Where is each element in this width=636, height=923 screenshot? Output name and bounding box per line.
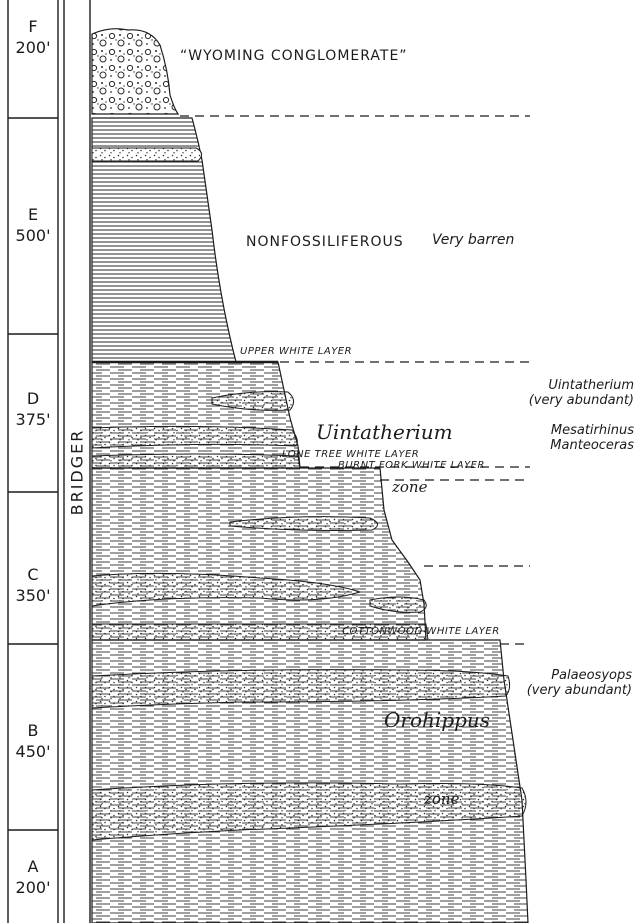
upper-white-layer-label: UPPER WHITE LAYER	[240, 346, 352, 357]
palaeosyops-note: Palaeosyops (very abundant)	[527, 668, 632, 698]
unit-d-sand-lens-3	[92, 454, 300, 468]
burnt-fork-white-layer-label: BURNT FORK WHITE LAYER	[338, 460, 485, 471]
unit-d-shale	[92, 362, 300, 468]
mesatirhinus-manteoceras-note: Mesatirhinus Manteoceras	[550, 423, 634, 453]
very-barren-label: Very barren	[432, 232, 514, 248]
palaeosyops-note-line2: (very abundant)	[527, 683, 632, 698]
nonfossiliferous-label: NONFOSSILIFEROUS	[246, 234, 404, 250]
lone-tree-white-layer-label: LONE TREE WHITE LAYER	[282, 449, 419, 460]
unit-c-shale	[92, 468, 426, 640]
manteoceras-label: Manteoceras	[550, 438, 634, 453]
formation-label: BRIDGER	[64, 392, 90, 552]
mesatirhinus-label: Mesatirhinus	[550, 423, 634, 438]
conglomerate-label: “WYOMING CONGLOMERATE”	[180, 48, 408, 64]
unit-e-sandstone-fill	[92, 148, 202, 161]
cottonwood-white-layer-label: COTTONWOOD WHITE LAYER	[342, 626, 500, 637]
uintatherium-zone-word: zone	[392, 478, 427, 496]
uintatherium-note-line1: Uintatherium	[529, 378, 634, 393]
uintatherium-note-line2: (very abundant)	[529, 393, 634, 408]
unit-d-sand-lens-2	[92, 426, 297, 448]
uintatherium-zone-name: Uintatherium	[316, 420, 453, 444]
uintatherium-note: Uintatherium (very abundant)	[529, 378, 634, 408]
palaeosyops-note-line1: Palaeosyops	[527, 668, 632, 683]
orohippus-zone-name: Orohippus	[384, 708, 490, 732]
conglomerate-deposit	[92, 29, 178, 114]
orohippus-zone-word: zone	[424, 790, 459, 808]
